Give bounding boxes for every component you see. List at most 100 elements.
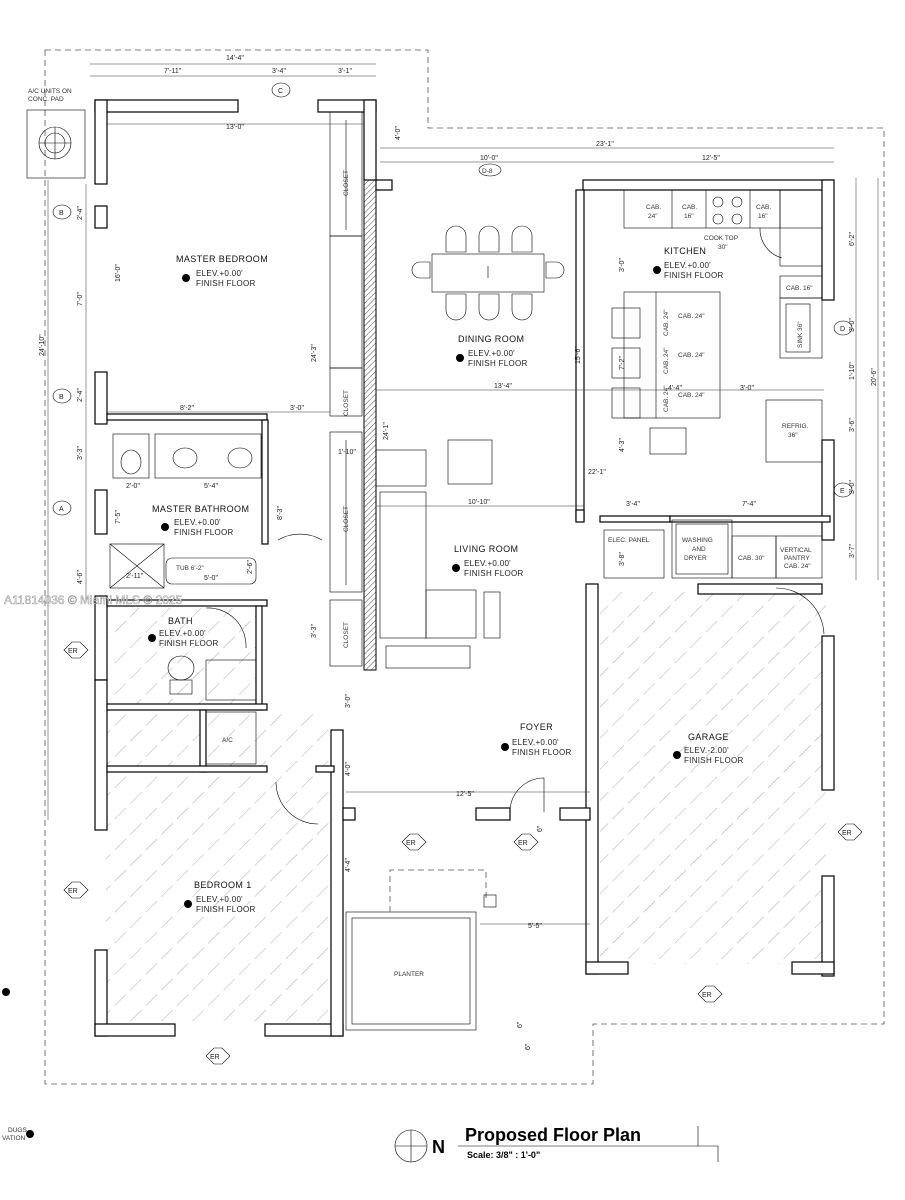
svg-text:ELEV.+0.00': ELEV.+0.00' [464,559,511,568]
dim-top-overall: 14'-4" [226,55,244,62]
svg-text:FINISH FLOOR: FINISH FLOOR [464,569,524,578]
svg-text:FINISH FLOOR: FINISH FLOOR [159,639,219,648]
dim-43: 4'-3" [619,438,626,452]
kitchen-fixtures: CAB. 24" CAB. 16" CAB. 16" COOK TOP 30" … [611,189,823,463]
dim-kitchen-top: 23'-1" [596,141,614,148]
ac-closet-label: A/C [222,737,233,744]
svg-text:BEDROOM 1: BEDROOM 1 [194,880,252,890]
svg-text:MASTER BATHROOM: MASTER BATHROOM [152,504,249,514]
dim-living-10: 10'-10" [468,499,490,506]
dim-top-c: 3'-1" [338,68,352,75]
tag-er-1: ER [63,641,89,659]
dim-6a: 6" [537,825,544,832]
washer-line1: WASHING [682,537,713,544]
svg-text:B: B [59,394,64,401]
room-foyer: FOYER ELEV.+0.00' FINISH FLOOR [501,722,572,757]
dining-table [411,225,565,321]
dim-72: 7'-2" [619,356,626,370]
room-master-bedroom: MASTER BEDROOM ELEV.+0.00' FINISH FLOOR [176,254,268,288]
ac-note-line2: CONC. PAD [28,96,64,103]
dim-right-30b: 3'-0" [849,480,856,494]
cab-16-right: CAB. 16" [786,285,813,292]
tag-c: C [271,82,291,98]
dim-right-30: 3'-0" [849,318,856,332]
cook-top-line2: 30" [718,244,728,251]
laundry-row: ELEC. PANEL WASHING AND DRYER CAB. 30" V… [603,519,823,579]
svg-text:FINISH FLOOR: FINISH FLOOR [684,756,744,765]
svg-text:D-8: D-8 [482,168,493,175]
svg-text:VATION: VATION [2,1135,26,1142]
tag-d: D [833,320,853,336]
kitchen-cab-16-right-2: 16" [758,213,768,220]
dimension-lines [47,63,879,925]
svg-text:ELEV.+0.00': ELEV.+0.00' [196,895,243,904]
svg-text:ELEV.+0.00': ELEV.+0.00' [664,261,711,270]
ac-note-line1: A/C UNITS ON [28,88,72,95]
dim-30: 3'-0" [290,405,304,412]
svg-text:FINISH FLOOR: FINISH FLOOR [196,905,256,914]
kitchen-cab-24-line1: CAB. [646,204,661,211]
dim-living-w: 13'-4" [494,383,512,390]
svg-text:B: B [59,210,64,217]
elec-panel-label: ELEC. PANEL [608,537,650,544]
dim-40b: 4'-0" [395,126,402,140]
closet-column: CLOSET CLOSET CLOSET CLOSET [329,111,363,667]
svg-text:A: A [59,506,64,513]
dim-38: 3'-8" [619,552,626,566]
room-garage: GARAGE ELEV.-2.00' FINISH FLOOR [673,732,744,765]
svg-text:ELEV.+0.00': ELEV.+0.00' [174,518,221,527]
dim-30-kitchen: 3'-0" [619,258,626,272]
dim-top-a: 7'-11" [164,68,182,75]
island-side-cab-3: CAB. 24" [663,385,670,412]
dim-83: 8'-3" [277,506,284,520]
svg-text:FINISH FLOOR: FINISH FLOOR [512,748,572,757]
svg-text:ER: ER [210,1054,220,1061]
svg-text:ER: ER [702,992,712,999]
tag-er-7: ER [837,823,863,841]
dim-foyer-w: 12'-5" [456,791,474,798]
dim-50: 5'-0" [204,575,218,582]
dim-right-110: 1'-10" [849,362,856,380]
dim-v-241: 24'-1" [383,422,390,440]
dim-mb-v1: 2'-4" [77,206,84,220]
refrig-line1: REFRIG. [782,423,809,430]
kitchen-cab-16-line1: CAB. [682,204,697,211]
kitchen-cab-16-right-1: CAB. [756,204,771,211]
section-tags: C B B A D E D-8 ER ER ER ER ER ER ER [52,82,863,1065]
dim-left-a1: 3'-3" [77,446,84,460]
svg-text:MASTER BEDROOM: MASTER BEDROOM [176,254,268,264]
room-living: LIVING ROOM ELEV.+0.00' FINISH FLOOR [452,544,524,578]
svg-text:GARAGE: GARAGE [688,732,729,742]
dim-44: 4'-4" [668,385,682,392]
svg-text:LIVING ROOM: LIVING ROOM [454,544,518,554]
tag-er-6: ER [697,985,723,1003]
tag-er-3: ER [205,1047,231,1065]
svg-text:DUGS: DUGS [8,1127,27,1134]
kitchen-cab-24-line2: 24" [648,213,658,220]
planter-label: PLANTER [394,971,424,978]
watermark: A11814036 © Miami MLS © 2025 [4,593,183,607]
dim-left-a3: 4'-6" [77,570,84,584]
bath-fixtures: A/C [167,655,257,765]
plan-scale: Scale: 3/8" : 1'-0" [467,1150,540,1160]
svg-text:ER: ER [406,840,416,847]
dimension-texts: 14'-4" 7'-11" 3'-4" 3'-1" 13'-0" 10'-0" … [39,55,878,1050]
closet-label-2: CLOSET [343,390,350,416]
washer-line2: AND [692,546,706,553]
dim-right-62: 6'-2" [849,232,856,246]
closet-label-1: CLOSET [343,170,350,196]
dim-v-156: 15'-6" [575,346,582,364]
dim-6b: 6" [517,1021,524,1028]
closet-label-3: CLOSET [343,506,350,532]
room-kitchen: KITCHEN ELEV.+0.00' FINISH FLOOR [653,246,723,280]
svg-text:ER: ER [68,648,78,655]
dim-left-b: 2'-4" [77,388,84,402]
svg-text:ELEV.+0.00': ELEV.+0.00' [196,269,243,278]
svg-text:ELEV.+0.00': ELEV.+0.00' [468,349,515,358]
island-side-cab-1: CAB. 24" [663,309,670,336]
svg-text:ELEV.+0.00': ELEV.+0.00' [159,629,206,638]
svg-text:ER: ER [518,840,528,847]
svg-text:ELEV.-2.00': ELEV.-2.00' [684,746,729,755]
